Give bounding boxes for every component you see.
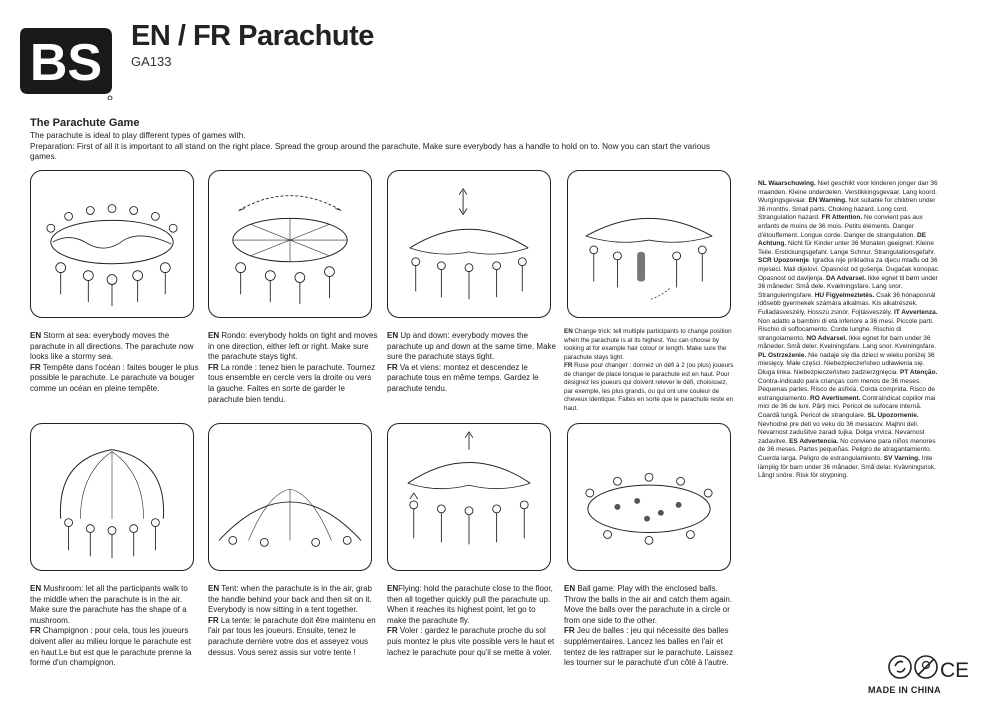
caption-mushroom: EN Mushroom: let all the participants wa… — [30, 584, 192, 668]
illustration-ball-game — [567, 423, 731, 571]
illustration-rondo — [208, 170, 372, 318]
caption-storm: EN Storm at sea: everybody moves the par… — [30, 331, 199, 393]
intro-text: The parachute is ideal to play different… — [30, 131, 730, 163]
illustration-change-trick — [567, 170, 731, 318]
illustration-flying — [387, 423, 551, 571]
no-small-children-icon — [914, 655, 938, 679]
illustration-storm — [30, 170, 194, 318]
ce-mark-icon: CE — [940, 659, 968, 682]
intro-line-2: Preparation: First of all it is importan… — [30, 141, 710, 162]
made-in-label: MADE IN CHINA — [868, 685, 941, 695]
game-heading: The Parachute Game — [30, 117, 140, 129]
caption-up-down: EN Up and down: everybody moves the para… — [387, 331, 556, 393]
caption-flying: ENFlying: hold the parachute close to th… — [387, 584, 555, 657]
illustration-tent — [208, 423, 372, 571]
caption-rondo: EN Rondo: everybody holds on tight and m… — [208, 331, 378, 404]
logo-text: BS — [30, 34, 102, 92]
caption-ball-game: EN Ball game: Play with the enclosed bal… — [564, 584, 733, 668]
page-title: EN / FR Parachute — [131, 20, 374, 52]
warnings-block: NL Waarschuwing. Niet geschikt voor kind… — [758, 180, 940, 480]
illustration-up-down — [387, 170, 551, 318]
intro-line-1: The parachute is ideal to play different… — [30, 131, 246, 140]
caption-tent: EN Tent: when the parachute is in the ai… — [208, 584, 376, 657]
recycle-icon — [888, 655, 912, 679]
bs-logo: BS — [20, 28, 113, 100]
illustration-mushroom — [30, 423, 194, 571]
product-code: GA133 — [131, 54, 172, 69]
caption-change-trick: EN Change trick: tell multiple participa… — [564, 328, 734, 412]
compliance-symbols: CE — [888, 655, 968, 682]
